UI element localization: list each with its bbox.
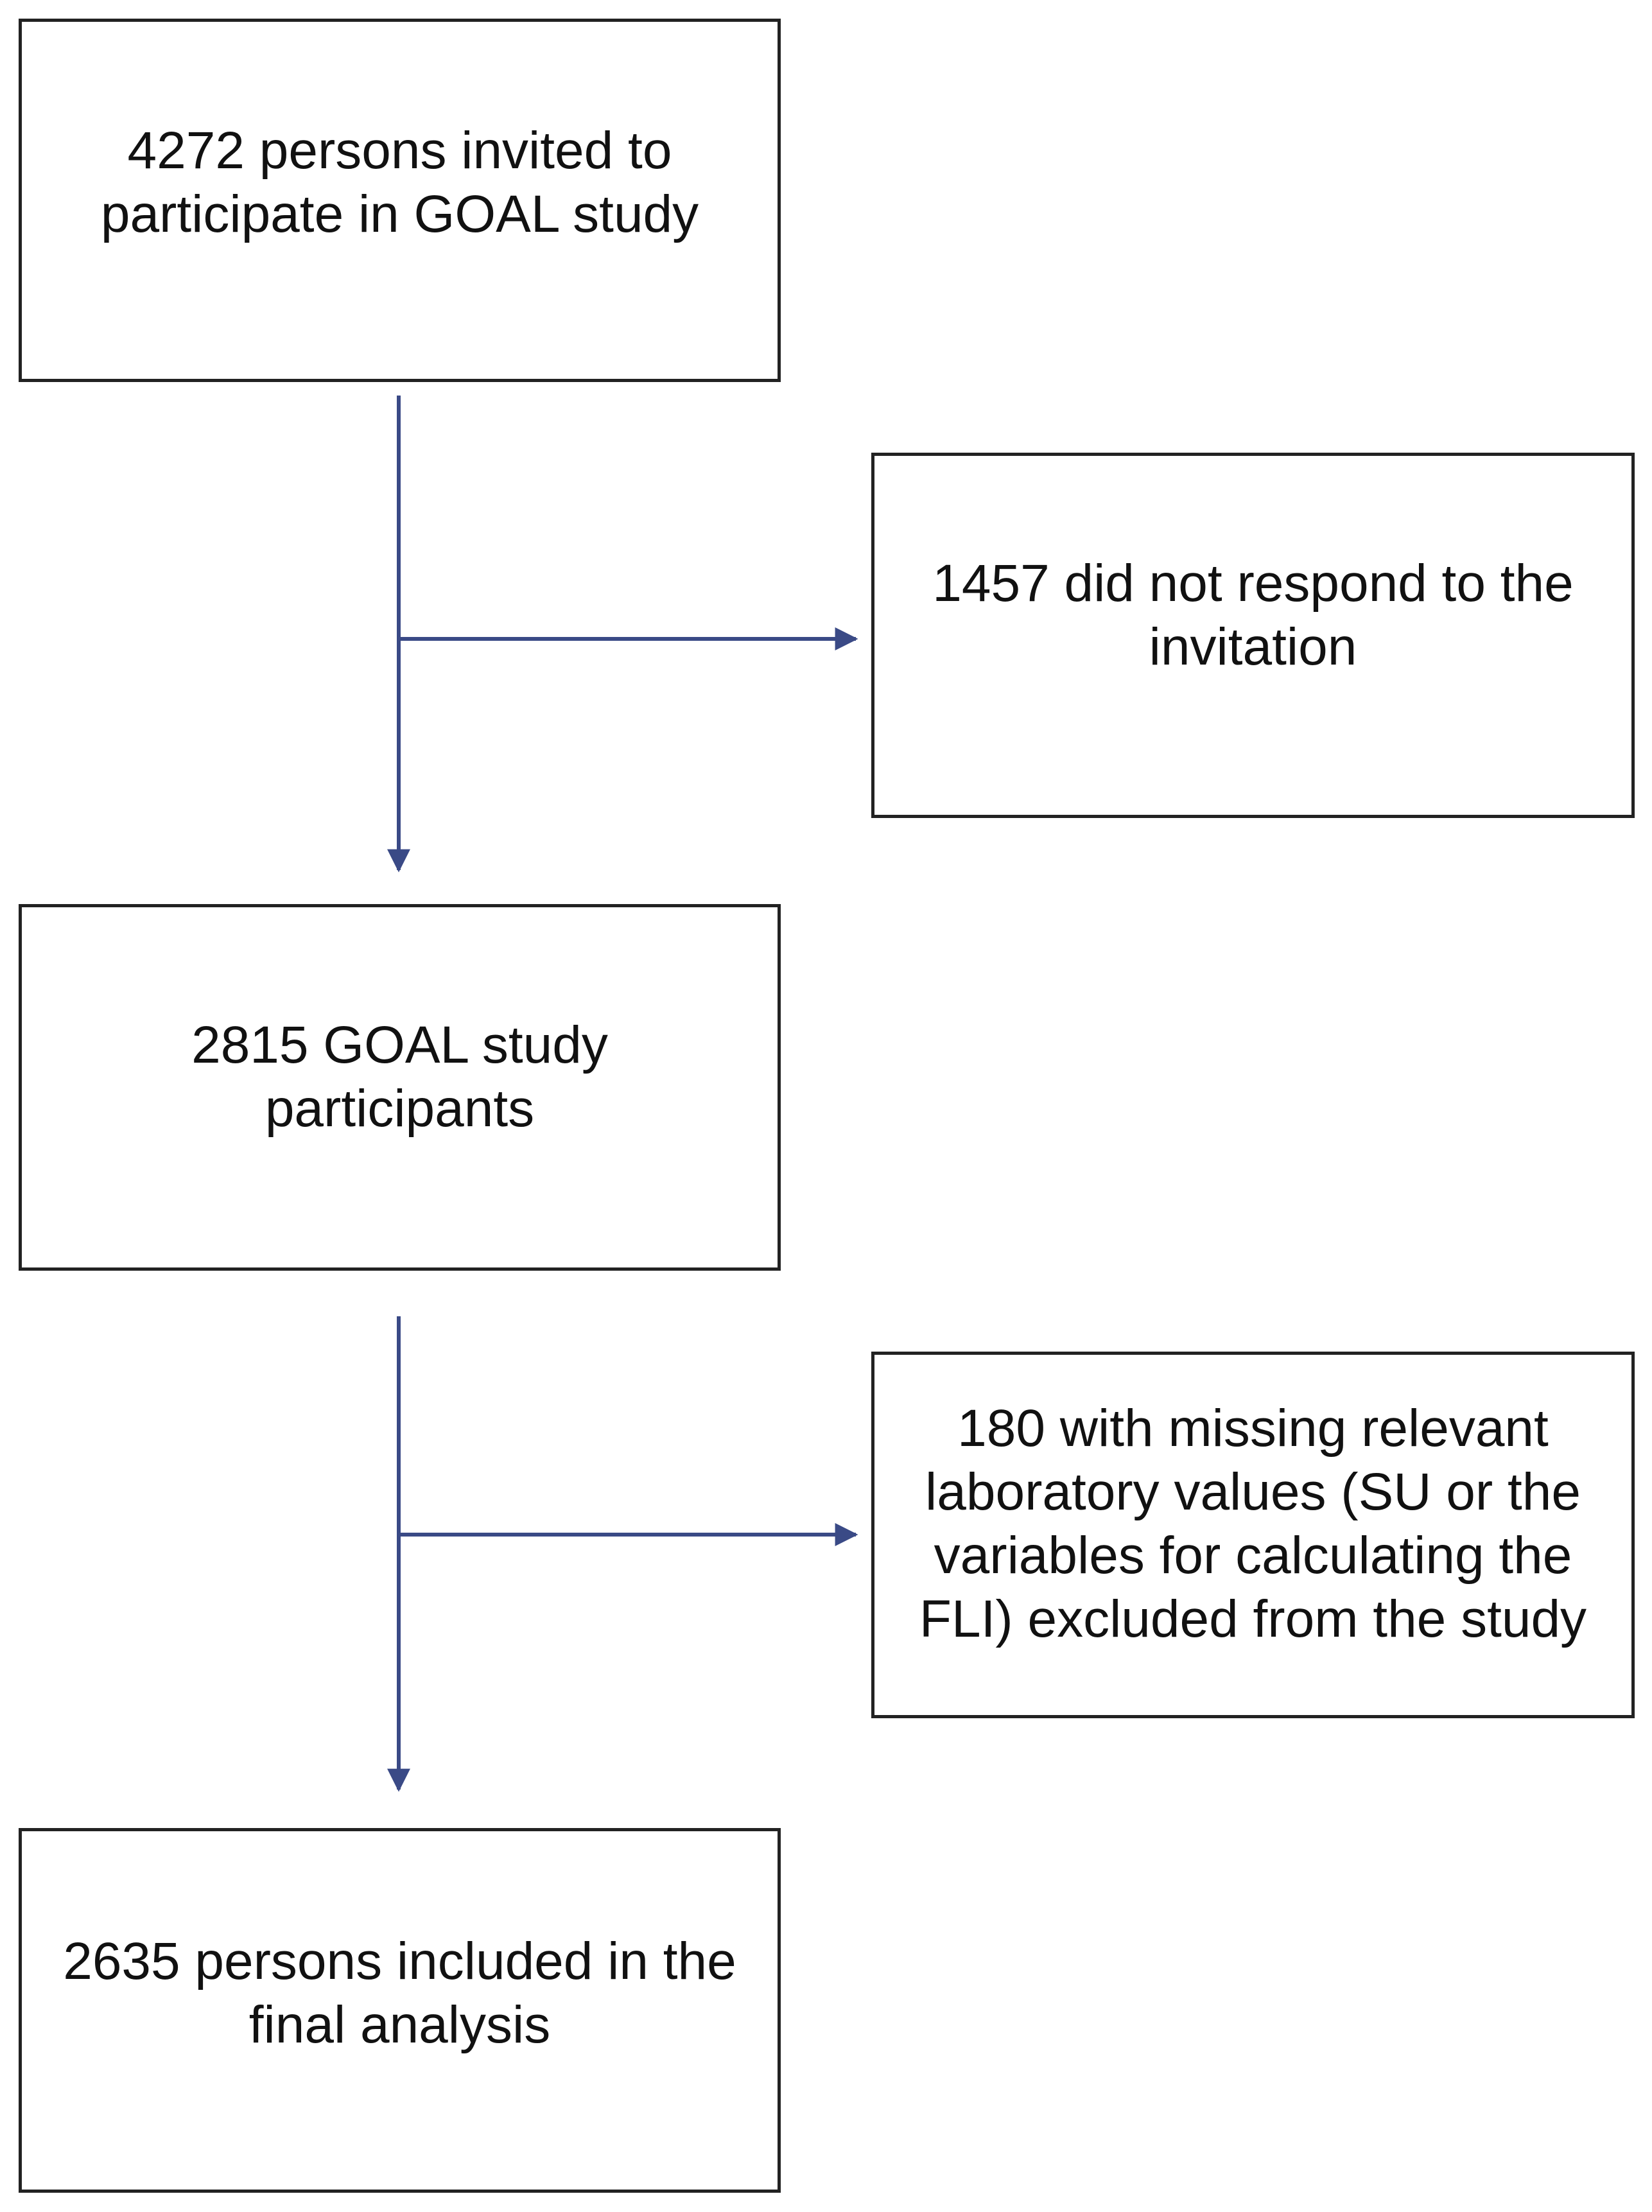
no-response-box: 1457 did not respond to the invitation bbox=[871, 453, 1635, 818]
no-response-line-2: invitation bbox=[1149, 618, 1357, 676]
participants-text: 2815 GOAL study participants bbox=[22, 1013, 778, 1140]
invited-box: 4272 persons invited to participate in G… bbox=[19, 19, 781, 382]
excluded-line-2: laboratory values (SU or the bbox=[925, 1463, 1581, 1521]
participants-box: 2815 GOAL study participants bbox=[19, 904, 781, 1271]
no-response-text: 1457 did not respond to the invitation bbox=[874, 552, 1631, 679]
no-response-line-1: 1457 did not respond to the bbox=[932, 554, 1574, 613]
excluded-line-1: 180 with missing relevant bbox=[957, 1399, 1549, 1458]
participants-line-1: 2815 GOAL study bbox=[191, 1016, 608, 1074]
invited-line-2: participate in GOAL study bbox=[100, 185, 699, 243]
excluded-box: 180 with missing relevant laboratory val… bbox=[871, 1352, 1635, 1718]
final-text: 2635 persons included in the final analy… bbox=[22, 1929, 778, 2057]
excluded-line-4: FLI) excluded from the study bbox=[919, 1590, 1587, 1648]
excluded-text: 180 with missing relevant laboratory val… bbox=[874, 1397, 1631, 1651]
invited-line-1: 4272 persons invited to bbox=[127, 121, 672, 180]
invited-text: 4272 persons invited to participate in G… bbox=[22, 119, 778, 246]
final-line-2: final analysis bbox=[248, 1996, 551, 2054]
final-line-1: 2635 persons included in the bbox=[63, 1932, 736, 1990]
participants-line-2: participants bbox=[265, 1079, 535, 1138]
excluded-line-3: variables for calculating the bbox=[934, 1526, 1572, 1585]
final-box: 2635 persons included in the final analy… bbox=[19, 1828, 781, 2193]
